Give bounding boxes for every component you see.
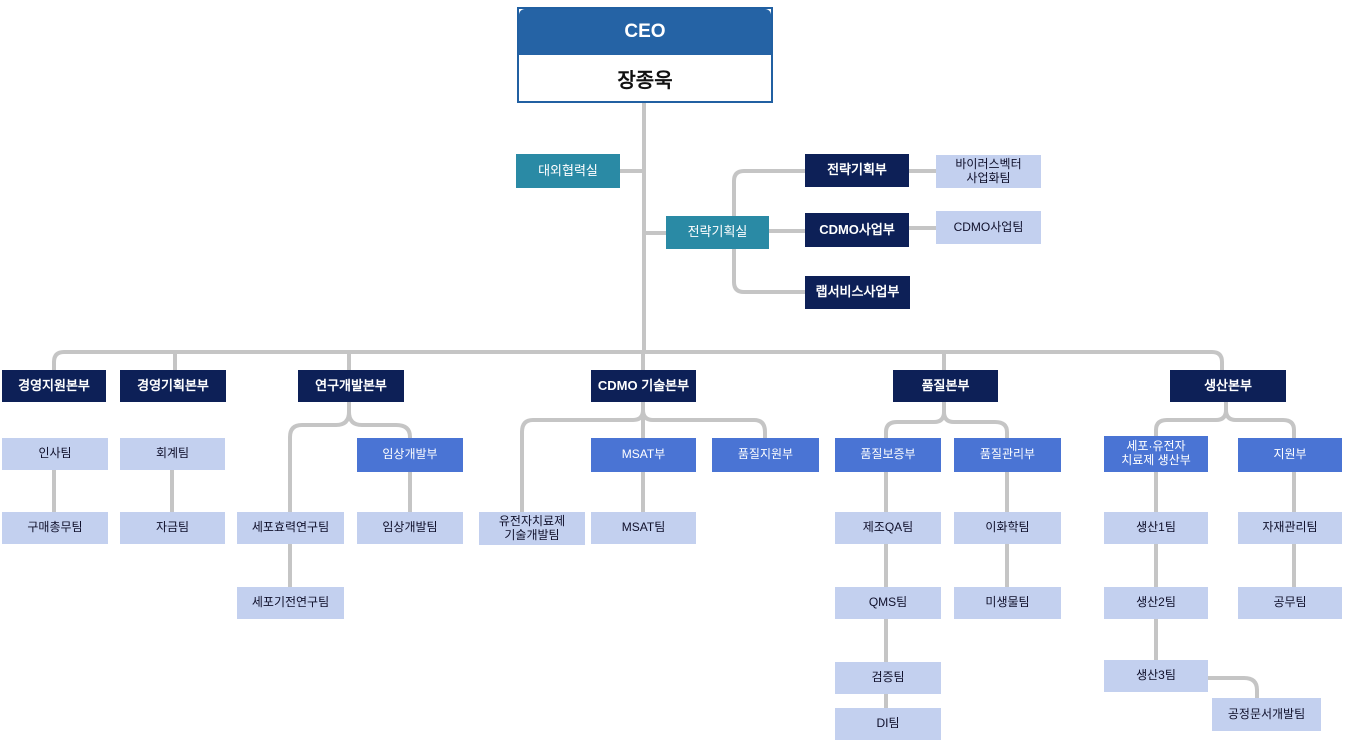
strategy-planning-dept: 전략기획부	[805, 154, 909, 187]
clinical-development-team: 임상개발팀	[357, 512, 463, 544]
facility-team: 공무팀	[1238, 587, 1342, 619]
manufacturing-qa-team: 제조QA팀	[835, 512, 941, 544]
quality-assurance-dept: 품질보증부	[835, 438, 941, 472]
process-document-team: 공정문서개발팀	[1212, 698, 1321, 731]
hr-team: 인사팀	[2, 438, 108, 470]
production-team-3: 생산3팀	[1104, 660, 1208, 692]
ceo-title: CEO	[519, 9, 771, 55]
cdmo-tech-division: CDMO 기술본부	[591, 370, 696, 402]
accounting-team: 회계팀	[120, 438, 225, 470]
management-planning-division: 경영기획본부	[120, 370, 226, 402]
cell-efficacy-research-team: 세포효력연구팀	[237, 512, 344, 544]
physicochemical-team: 이화학팀	[954, 512, 1061, 544]
gene-therapy-tech-team: 유전자치료제 기술개발팀	[479, 512, 585, 545]
cdmo-business-team: CDMO사업팀	[936, 211, 1041, 244]
production-team-2: 생산2팀	[1104, 587, 1208, 619]
quality-support-dept: 품질지원부	[712, 438, 819, 472]
support-dept: 지원부	[1238, 438, 1342, 472]
qms-team: QMS팀	[835, 587, 941, 619]
purchase-general-team: 구매총무팀	[2, 512, 108, 544]
ceo-name: 장종욱	[617, 69, 673, 92]
msat-dept: MSAT부	[591, 438, 696, 472]
microbiology-team: 미생물팀	[954, 587, 1061, 619]
management-support-division: 경영지원본부	[2, 370, 106, 402]
funds-team: 자금팀	[120, 512, 225, 544]
cdmo-business-dept: CDMO사업부	[805, 213, 909, 247]
ceo-card: CEO 장종욱	[517, 7, 773, 103]
di-team: DI팀	[835, 708, 941, 740]
quality-division: 품질본부	[893, 370, 998, 402]
material-management-team: 자재관리팀	[1238, 512, 1342, 544]
cell-mechanism-research-team: 세포기전연구팀	[237, 587, 344, 619]
lab-service-business-dept: 랩서비스사업부	[805, 276, 910, 309]
msat-team: MSAT팀	[591, 512, 696, 544]
clinical-development-dept: 임상개발부	[357, 438, 463, 472]
cell-gene-therapy-production-dept: 세포·유전자 치료제 생산부	[1104, 436, 1208, 472]
external-cooperation-office: 대외협력실	[516, 154, 620, 188]
production-team-1: 생산1팀	[1104, 512, 1208, 544]
rnd-division: 연구개발본부	[298, 370, 404, 402]
virus-vector-team: 바이러스벡터 사업화팀	[936, 155, 1041, 188]
strategy-planning-office: 전략기획실	[666, 216, 769, 249]
validation-team: 검증팀	[835, 662, 941, 694]
production-division: 생산본부	[1170, 370, 1286, 402]
quality-control-dept: 품질관리부	[954, 438, 1061, 472]
